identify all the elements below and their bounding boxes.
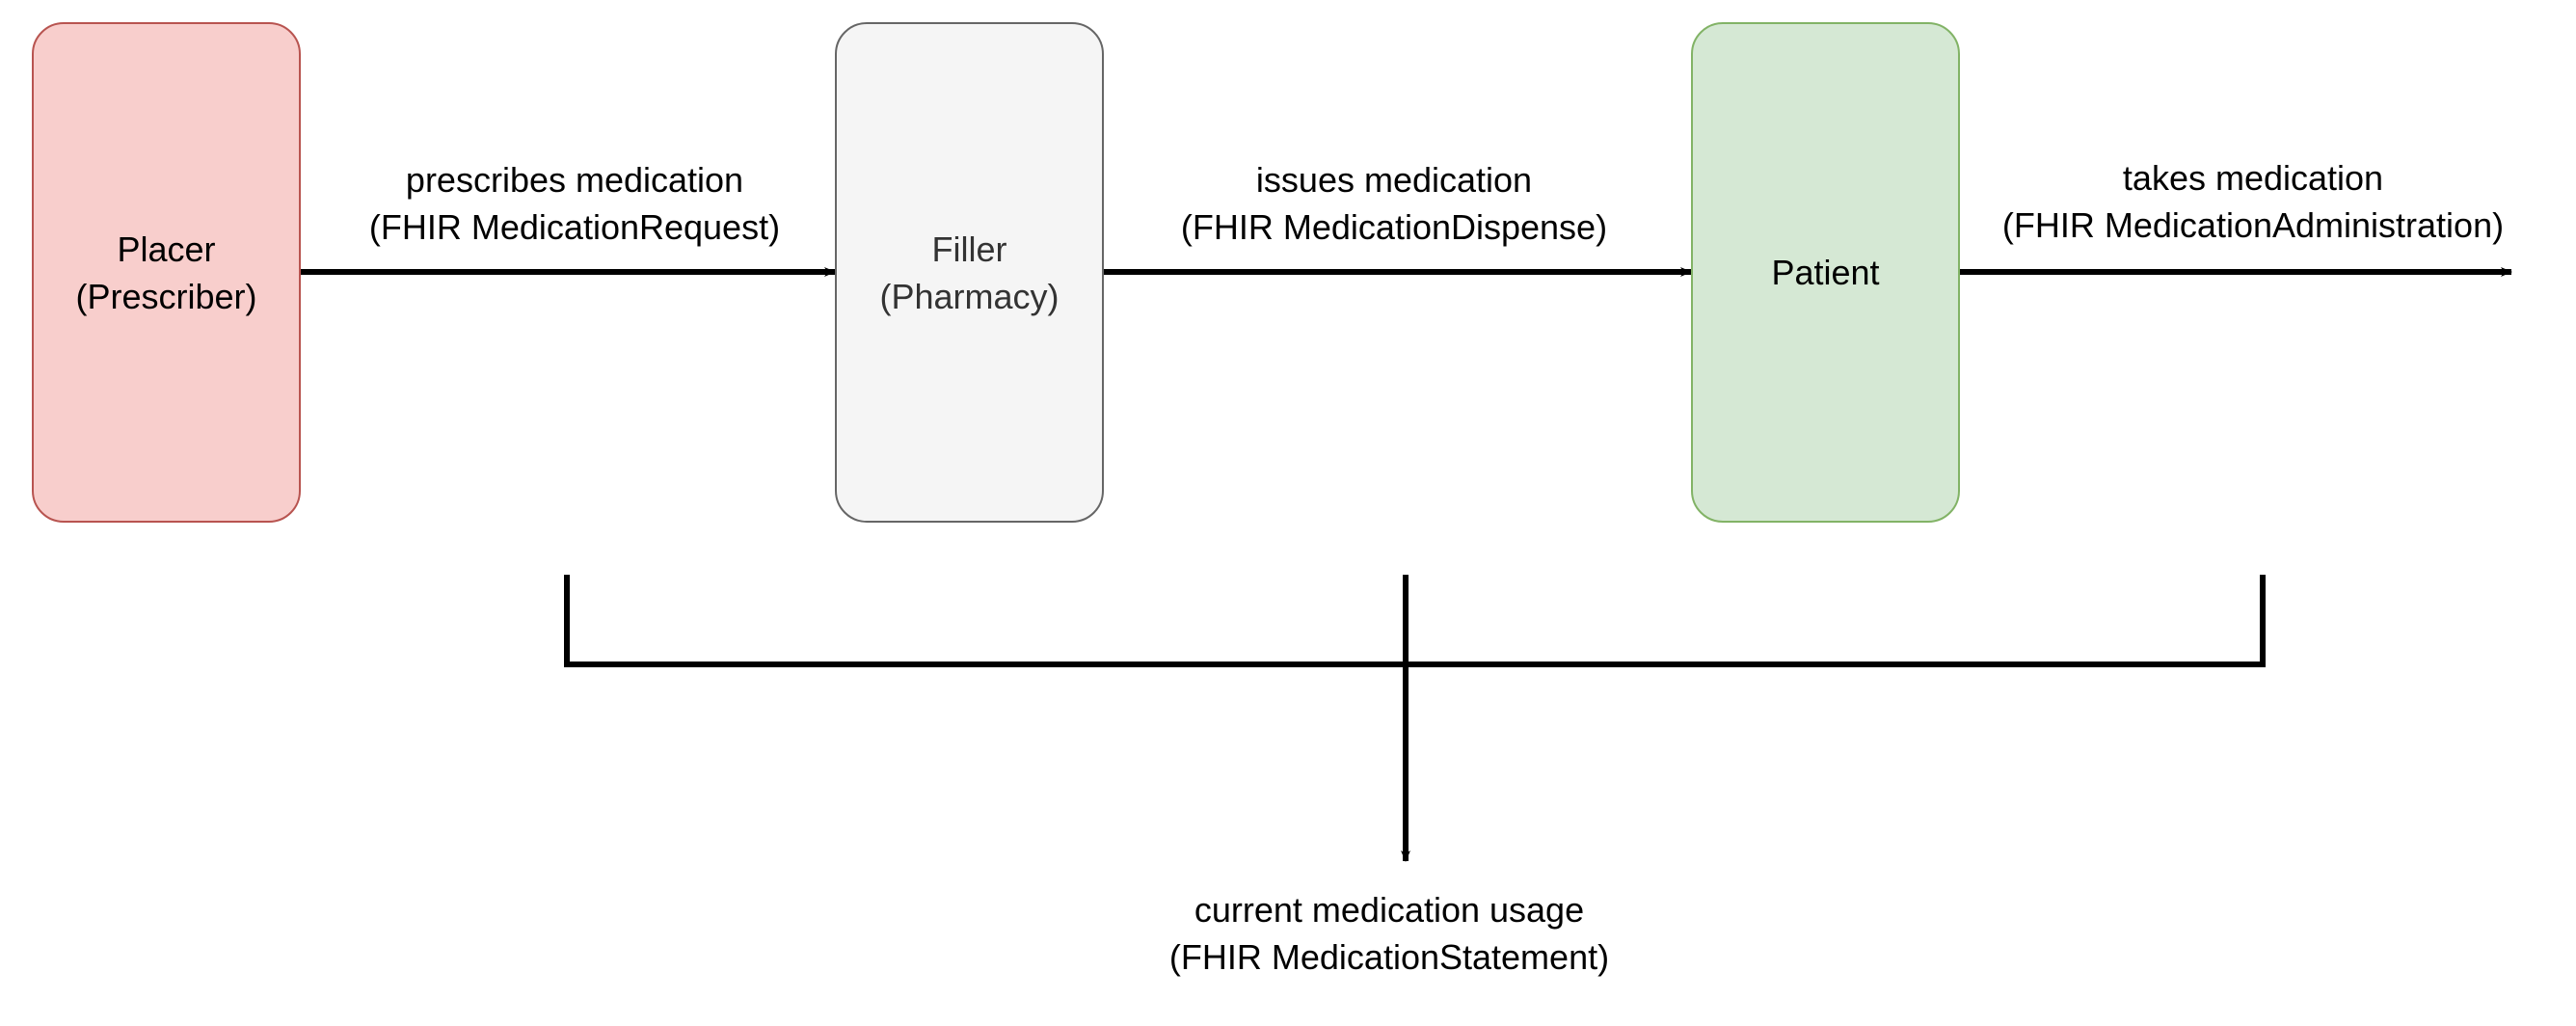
current-medication-usage-label: current medication usage (FHIR Medicatio… — [1168, 890, 1610, 977]
takes-medication-label: takes medication (FHIR MedicationAdminis… — [2001, 158, 2505, 245]
patient-node: Patient — [1691, 22, 1960, 523]
placer-node: Placer (Prescriber) — [32, 22, 301, 523]
prescribes-medication-label: prescribes medication (FHIR MedicationRe… — [368, 160, 781, 247]
bracket-connector — [564, 575, 2266, 667]
filler-node: Filler (Pharmacy) — [835, 22, 1104, 523]
issues-medication-label: issues medication (FHIR MedicationDispen… — [1180, 160, 1608, 247]
